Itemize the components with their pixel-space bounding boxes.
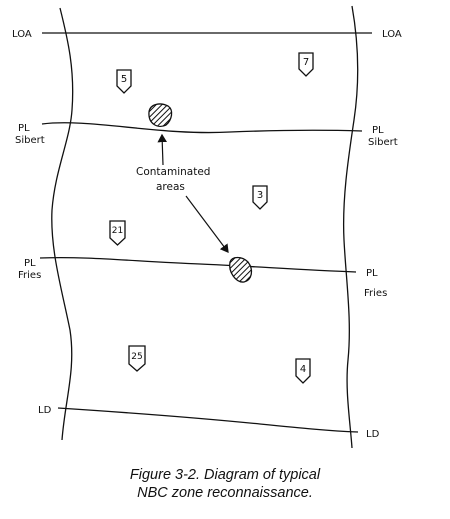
unit-marker-4: 4 [295, 358, 311, 384]
contaminated-label-2: areas [156, 181, 185, 193]
loa-label-right: LOA [382, 29, 402, 40]
pl-fries-label-left-2: Fries [18, 270, 41, 281]
pl-fries-label-left-1: PL [24, 258, 36, 269]
pl-sibert-label-right-2: Sibert [368, 137, 398, 148]
right-zone-boundary [342, 5, 359, 449]
unit-marker-7-label: 7 [303, 57, 309, 68]
pl-fries-label-right-2: Fries [364, 288, 387, 299]
contaminated-area-2 [229, 256, 253, 283]
ld-label-left: LD [38, 405, 52, 416]
unit-marker-25: 25 [128, 345, 146, 372]
ld-label-right: LD [366, 429, 380, 440]
contaminated-label-1: Contaminated [136, 166, 210, 178]
pl-sibert-label-left-2: Sibert [15, 135, 45, 146]
figure-caption: Figure 3-2. Diagram of typical NBC zone … [0, 466, 450, 502]
unit-marker-7: 7 [298, 52, 314, 77]
loa-label-left: LOA [12, 29, 32, 40]
contaminated-arrow-1 [157, 133, 168, 166]
unit-marker-3: 3 [252, 185, 268, 210]
pl-sibert-label-left-1: PL [18, 123, 30, 134]
contaminated-arrow-2 [185, 195, 229, 253]
ld-line [57, 407, 359, 433]
pl-sibert-line [41, 122, 363, 134]
unit-marker-5: 5 [116, 69, 132, 94]
unit-marker-21: 21 [109, 220, 126, 246]
unit-marker-5-label: 5 [121, 74, 127, 85]
unit-marker-4-label: 4 [300, 364, 306, 375]
caption-line-1: Figure 3-2. Diagram of typical [129, 467, 321, 483]
pl-fries-label-right-1: PL [366, 268, 378, 279]
unit-marker-3-label: 3 [257, 190, 263, 201]
contaminated-area-1 [148, 103, 173, 127]
unit-marker-25-label: 25 [131, 352, 142, 362]
caption-line-2: NBC zone reconnaissance. [137, 485, 313, 501]
pl-fries-line [39, 256, 357, 273]
left-zone-boundary [51, 7, 74, 441]
unit-marker-21-label: 21 [112, 226, 123, 236]
pl-sibert-label-right-1: PL [372, 125, 384, 136]
